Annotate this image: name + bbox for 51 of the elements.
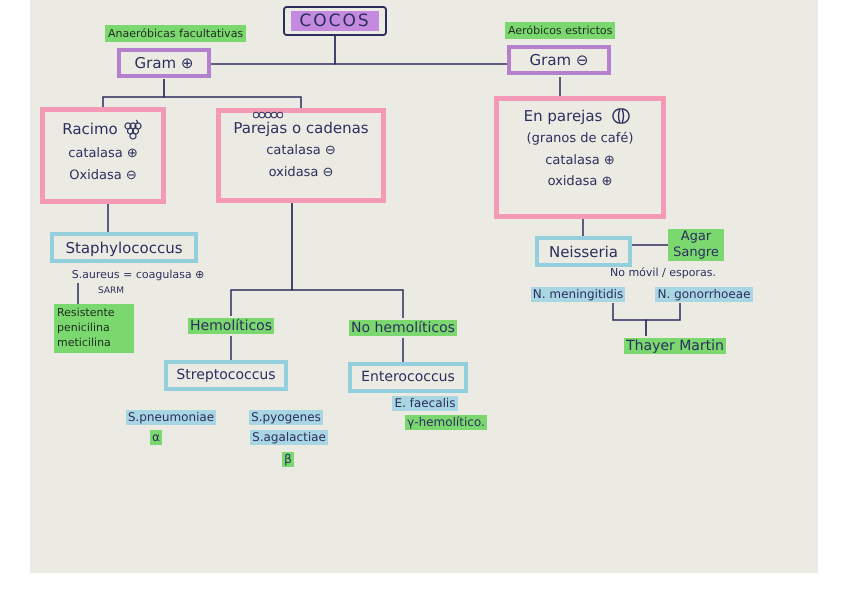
node-text: Agar Sangre [668,229,724,261]
node-text: α [150,430,162,445]
genus-box: Staphylococcus [50,232,198,263]
property-text: catalasa ⊕ [545,152,615,168]
connector-line [559,77,561,96]
node-text: β [282,452,294,467]
highlighted-heading: Anaeróbicas facultativas [105,25,246,42]
connector-line [645,303,681,336]
connector-line [230,336,232,360]
connector-line [77,283,79,304]
genus-box: Streptococcus [164,360,288,391]
group-heading: Parejas o cadenas [233,119,369,137]
node-text: S.pyogenes [249,410,323,425]
gram-box: Gram ⊖ [507,45,611,75]
property-box [216,108,386,203]
gram-box: Gram ⊕ [117,48,211,78]
group-heading: Racimo [62,120,118,138]
node-text: N. gonorrhoeae [655,287,753,302]
connector-line [632,244,668,246]
property-text: oxidasa ⊖ [268,164,334,180]
property-box [494,96,666,219]
node-text: E. faecalis [392,396,458,411]
node-text: γ-hemolítico. [405,415,487,430]
title-box [283,6,387,36]
connector-line [291,203,404,318]
genus-box: Enterococcus [348,362,468,393]
property-text: catalasa ⊕ [68,146,138,162]
property-box [40,107,166,204]
group-heading: En parejas [524,107,602,125]
connector-line [163,79,302,108]
connector-line [334,36,507,65]
property-text: (granos de café) [526,131,634,147]
node-text: N. meningitidis [530,287,626,302]
connector-line [107,204,109,232]
property-text: Oxidasa ⊖ [69,168,137,184]
note-text: No móvil / esporas. [610,266,716,279]
highlighted-heading: Aeróbicos estrictos [505,22,616,39]
node-text: Hemolíticos [188,318,274,334]
node-text: S.agalactiae [250,430,328,445]
node-text: S.aureus = coagulasa ⊕ [72,268,204,282]
title-text: COCOS [291,11,379,31]
genus-box: Neisseria [535,236,632,267]
property-text: catalasa ⊖ [266,143,336,159]
connector-line [402,338,404,362]
property-text: oxidasa ⊕ [548,174,612,190]
highlighted-note: Resistente penicilina meticilina [54,304,134,353]
node-text: Thayer Martin [624,338,726,354]
node-text: S.pneumoniae [126,410,216,425]
note-text: SARM [98,286,124,296]
node-text: No hemolíticos [349,320,457,336]
connector-line [582,219,584,236]
